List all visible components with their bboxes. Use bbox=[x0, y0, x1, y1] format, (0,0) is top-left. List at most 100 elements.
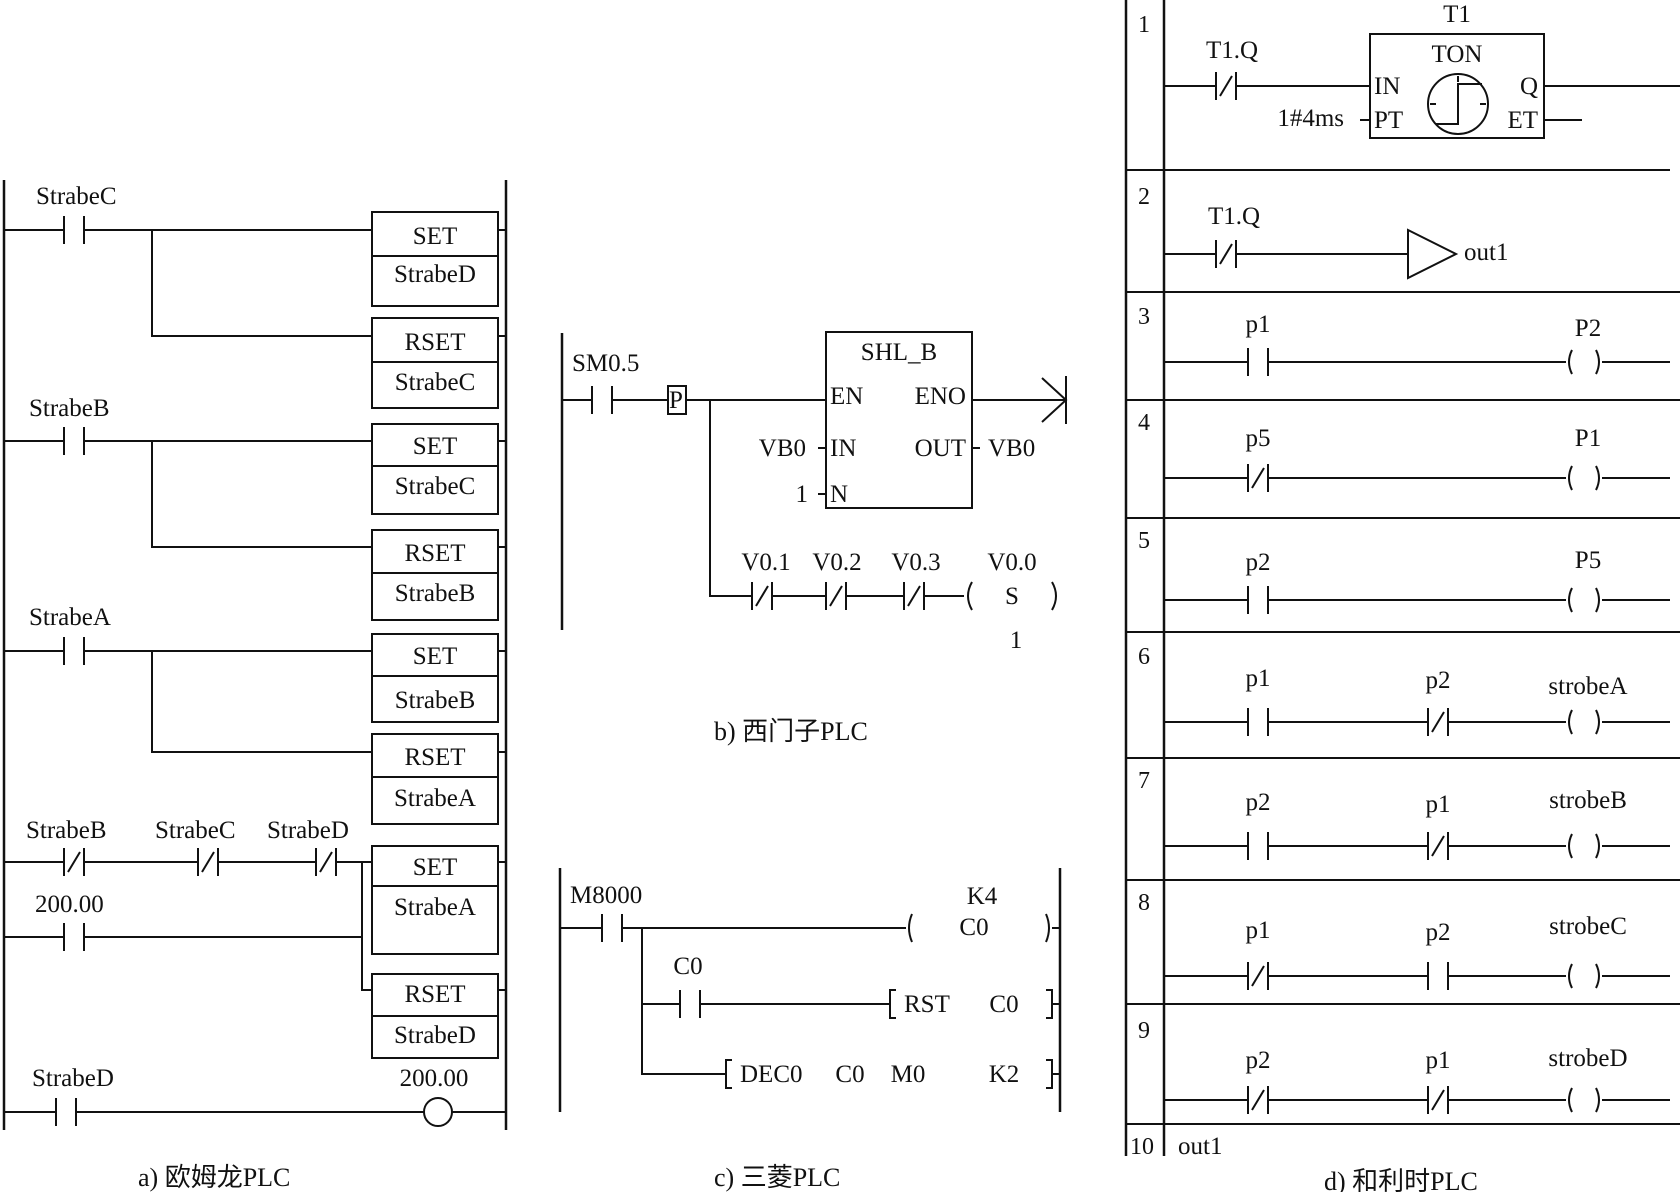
a-box-op: SET bbox=[413, 643, 457, 670]
d-contact-label: p1 bbox=[1246, 311, 1271, 338]
b-out-value: VB0 bbox=[988, 435, 1035, 462]
d-rung-number: 9 bbox=[1138, 1018, 1150, 1044]
b-pin-eno: ENO bbox=[915, 383, 966, 410]
b-coil-right bbox=[1051, 581, 1057, 611]
a-set-box bbox=[371, 211, 499, 307]
d-contact-label: p2 bbox=[1246, 789, 1271, 816]
d-rung-8: p1 p2 strobeC bbox=[1164, 913, 1670, 990]
c-reset-contact-label: C0 bbox=[673, 953, 702, 980]
a-contact-label: 200.00 bbox=[35, 891, 104, 918]
b-in-value: VB0 bbox=[759, 435, 806, 462]
panel-b-siemens: SM0.5 P SHL_B EN ENO IN OUT N VB0 1 VB0 … bbox=[560, 331, 1068, 746]
d-rung-7: p2 p1 strobeB bbox=[1164, 787, 1670, 860]
a-rung-4: StrabeB StrabeC StrabeD 200.00 SET Strab… bbox=[4, 817, 506, 1059]
d-coil-label: strobeC bbox=[1549, 913, 1627, 940]
a-set-box bbox=[371, 423, 499, 515]
b-block-name: SHL_B bbox=[861, 339, 937, 366]
d-contact-label: p2 bbox=[1246, 1047, 1271, 1074]
a-box-arg: StrabeD bbox=[394, 261, 476, 288]
a-set-box bbox=[371, 845, 499, 955]
d-rung-number: 8 bbox=[1138, 890, 1150, 916]
c-counter-name: C0 bbox=[959, 914, 988, 941]
d-output-triangle bbox=[1407, 228, 1459, 280]
c-rst-op: RST bbox=[904, 991, 950, 1018]
a-contact-label: StrabeB bbox=[29, 395, 110, 422]
panel-a-omron: StrabeC SET StrabeD RSET StrabeC StrabeB… bbox=[2, 180, 508, 1192]
panel-d-hollysys: 1 2 3 4 5 6 7 8 9 10 T1.Q T1 TON IN PT Q… bbox=[1124, 0, 1680, 1192]
a-box-op: RSET bbox=[404, 981, 465, 1008]
d-coil-label: P1 bbox=[1575, 425, 1601, 452]
d-timer-instance: T1 bbox=[1443, 1, 1471, 28]
d-pin-pt: PT bbox=[1374, 107, 1403, 134]
d-contact-label: p1 bbox=[1246, 917, 1271, 944]
d-rung-6: p1 p2 strobeA bbox=[1164, 665, 1670, 736]
a-rung-3: StrabeA SET StrabeB RSET StrabeA bbox=[4, 604, 506, 825]
a-box-op: RSET bbox=[404, 540, 465, 567]
b-pin-n: N bbox=[830, 481, 848, 508]
d-rung-2: T1.Q out1 bbox=[1164, 203, 1508, 280]
a-set-box bbox=[371, 633, 499, 723]
b-nc-label: V0.2 bbox=[812, 549, 861, 576]
d-rung-number: 4 bbox=[1138, 410, 1150, 436]
d-rung-1: T1.Q T1 TON IN PT Q ET 1#4ms bbox=[1164, 1, 1680, 139]
c-dec-op: DEC0 bbox=[740, 1061, 803, 1088]
d-rung-number: 6 bbox=[1138, 644, 1150, 670]
a-box-arg: StrabeB bbox=[395, 580, 476, 607]
a-box-op: RSET bbox=[404, 329, 465, 356]
a-box-arg: StrabeA bbox=[394, 894, 476, 921]
a-box-arg: StrabeD bbox=[394, 1022, 476, 1049]
a-rung-5: StrabeD 200.00 bbox=[4, 1065, 506, 1127]
d-contact-label: p2 bbox=[1426, 667, 1451, 694]
b-edge-label: P bbox=[669, 387, 683, 414]
a-contact-label: StrabeC bbox=[155, 817, 236, 844]
a-box-op: SET bbox=[413, 223, 457, 250]
d-contact-label: p2 bbox=[1426, 919, 1451, 946]
a-rset-box bbox=[371, 529, 499, 621]
d-contact-label: p2 bbox=[1246, 549, 1271, 576]
d-contact-label: p1 bbox=[1246, 665, 1271, 692]
a-contact-label: StrabeB bbox=[26, 817, 107, 844]
a-box-op: SET bbox=[413, 433, 457, 460]
b-coil-name: V0.0 bbox=[987, 549, 1036, 576]
d-contact-label: T1.Q bbox=[1208, 203, 1260, 230]
d-rung-5: p2 P5 bbox=[1164, 547, 1670, 614]
a-contact-label: StrabeD bbox=[267, 817, 349, 844]
a-output-coil bbox=[423, 1097, 453, 1127]
a-box-arg: StrabeC bbox=[395, 369, 476, 396]
c-dec-src: C0 bbox=[835, 1061, 864, 1088]
b-nc-label: V0.3 bbox=[891, 549, 940, 576]
d-pin-q: Q bbox=[1520, 73, 1538, 100]
d-contact-label: p1 bbox=[1426, 1047, 1451, 1074]
c-dec-n: K2 bbox=[989, 1061, 1020, 1088]
d-rung-number: 10 bbox=[1130, 1134, 1154, 1160]
d-output-label: out1 bbox=[1464, 239, 1508, 266]
c-caption: c) 三菱PLC bbox=[714, 1163, 840, 1192]
d-coil-label: P2 bbox=[1575, 315, 1601, 342]
d-coil-label: strobeA bbox=[1548, 673, 1627, 700]
a-box-op: SET bbox=[413, 854, 457, 881]
d-rung-number: 3 bbox=[1138, 304, 1150, 330]
c-rst-arg: C0 bbox=[989, 991, 1018, 1018]
d-pin-et: ET bbox=[1507, 107, 1538, 134]
c-counter-preset: K4 bbox=[967, 883, 998, 910]
d-caption: d) 和利时PLC bbox=[1324, 1167, 1478, 1192]
a-rung-1: StrabeC SET StrabeD RSET StrabeC bbox=[4, 183, 506, 409]
d-coil-label: strobeD bbox=[1548, 1045, 1627, 1072]
d-contact-label: T1.Q bbox=[1206, 37, 1258, 64]
b-coil-count: 1 bbox=[1010, 627, 1023, 654]
d-rung10-label: out1 bbox=[1178, 1133, 1222, 1160]
b-caption: b) 西门子PLC bbox=[714, 717, 868, 746]
a-rset-box bbox=[371, 733, 499, 825]
b-nc-label: V0.1 bbox=[741, 549, 790, 576]
b-pin-en: EN bbox=[830, 383, 863, 410]
d-coil-label: strobeB bbox=[1549, 787, 1627, 814]
a-coil-label: 200.00 bbox=[400, 1065, 469, 1092]
panel-c-mitsubishi: M8000 K4 C0 C0 RST C0 DEC0 C0 M0 K2 c) 三… bbox=[558, 868, 1062, 1192]
b-shl-block bbox=[825, 331, 973, 509]
d-rung-3: p1 P2 bbox=[1164, 311, 1670, 376]
d-timer-preset: 1#4ms bbox=[1277, 105, 1344, 132]
b-pin-in: IN bbox=[830, 435, 856, 462]
d-rung-4: p5 P1 bbox=[1164, 425, 1670, 492]
a-box-arg: StrabeC bbox=[395, 473, 476, 500]
c-contact-label: M8000 bbox=[570, 882, 642, 909]
